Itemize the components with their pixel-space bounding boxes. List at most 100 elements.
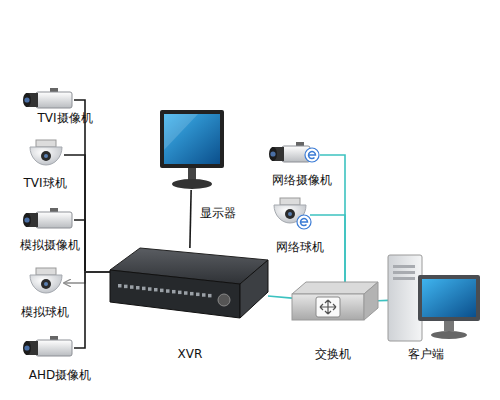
dome-lens-glass: [44, 282, 48, 286]
monitor-frame: [160, 110, 224, 168]
device-icon: [110, 248, 268, 318]
device-label: 网络球机: [276, 240, 324, 254]
device-icon: [30, 140, 62, 165]
dome-camera-node: TVI球机: [28, 140, 64, 170]
dome-lens: [41, 279, 51, 289]
camera-lens: [23, 213, 31, 227]
monitor-screen: [164, 114, 220, 164]
dome-camera-node: 模拟球机: [28, 268, 64, 298]
camera-lens-glass: [270, 151, 275, 156]
device-label: 显示器: [200, 206, 236, 220]
cable-connector: [378, 300, 388, 302]
dome-lens-glass: [288, 212, 292, 216]
recorder-knob: [218, 294, 230, 306]
recorder-node: XVR: [110, 248, 268, 330]
camera-lens: [23, 341, 31, 355]
monitor-node: 显示器: [158, 110, 226, 190]
recorder-led: [178, 291, 182, 295]
device-icon: [388, 255, 480, 341]
camera-lens-glass: [24, 217, 29, 222]
pc-monitor-screen: [422, 279, 476, 317]
device-drawing: [388, 255, 483, 343]
recorder-led: [202, 293, 206, 297]
recorder-led: [160, 289, 164, 293]
device-drawing: [272, 198, 310, 232]
pc-drive-bay: [393, 277, 415, 280]
recorder-side: [240, 260, 268, 318]
recorder-led: [130, 285, 134, 289]
cable-connector: [64, 272, 110, 283]
switch-front: [292, 294, 364, 320]
recorder-led: [172, 290, 176, 294]
device-drawing: [268, 142, 320, 168]
device-label: TVI摄像机: [37, 111, 92, 125]
device-icon: [274, 198, 311, 229]
dome-mount: [280, 198, 300, 205]
device-icon: [23, 336, 72, 356]
browser-logo: [297, 215, 311, 229]
cable-connector: [190, 190, 191, 248]
camera-lens-glass: [24, 97, 29, 102]
monitor-base: [172, 179, 212, 189]
device-drawing: [22, 336, 74, 360]
screen-glare: [164, 114, 198, 150]
recorder-led: [154, 288, 158, 292]
recorder-led: [196, 293, 200, 297]
recorder-led: [208, 294, 212, 298]
camera-lens-glass: [24, 345, 29, 350]
device-drawing: [110, 248, 268, 330]
dome-lens: [285, 209, 295, 219]
switch-side: [364, 282, 378, 320]
device-label: 模拟球机: [21, 305, 69, 319]
browser-logo-mark: [309, 152, 316, 159]
device-label: 模拟摄像机: [20, 238, 80, 252]
dome-shell: [30, 147, 62, 165]
monitor-neck: [188, 168, 196, 180]
pc-monitor-frame: [418, 275, 480, 321]
device-drawing: [28, 140, 64, 170]
recorder-led: [136, 286, 140, 290]
dome-lens: [41, 151, 51, 161]
dome-mount: [36, 140, 56, 147]
network-camera-node: 网络摄像机: [268, 142, 320, 168]
browser-logo-mark: [301, 219, 308, 226]
camera-lens: [269, 147, 277, 161]
device-icon: [269, 142, 319, 162]
dome-mount: [36, 268, 56, 275]
device-drawing: [292, 282, 378, 322]
pc-tower: [388, 255, 422, 341]
cable-connector: [268, 296, 292, 298]
device-label: XVR: [178, 347, 203, 361]
device-drawing: [28, 268, 64, 298]
switch-node: 交换机: [292, 282, 378, 322]
camera-node: TVI摄像机: [22, 88, 74, 112]
device-icon: [160, 110, 224, 189]
recorder-led: [124, 285, 128, 289]
recorder-led: [190, 292, 194, 296]
switch-top: [292, 282, 378, 294]
cable-connector: [74, 272, 110, 348]
dome-lens-glass: [44, 154, 48, 158]
camera-body: [36, 212, 72, 228]
recorder-front: [110, 270, 240, 318]
recorder-led: [118, 284, 122, 288]
device-label: 客户端: [408, 347, 444, 361]
device-label: AHD摄像机: [29, 368, 91, 382]
device-drawing: [22, 88, 74, 112]
pc-drive-bay: [393, 265, 415, 268]
recorder-led: [166, 289, 170, 293]
browser-logo: [305, 148, 319, 162]
device-label: 网络摄像机: [272, 173, 332, 187]
camera-body: [36, 340, 72, 356]
network-dome-node: 网络球机: [272, 198, 310, 232]
recorder-led: [142, 287, 146, 291]
device-icon: [30, 268, 62, 293]
pc-drive-bay: [393, 271, 415, 274]
recorder-led: [148, 287, 152, 291]
device-label: 交换机: [315, 347, 351, 361]
dome-shell: [30, 275, 62, 293]
switch-arrows: [320, 300, 336, 314]
camera-node: 模拟摄像机: [22, 208, 74, 232]
